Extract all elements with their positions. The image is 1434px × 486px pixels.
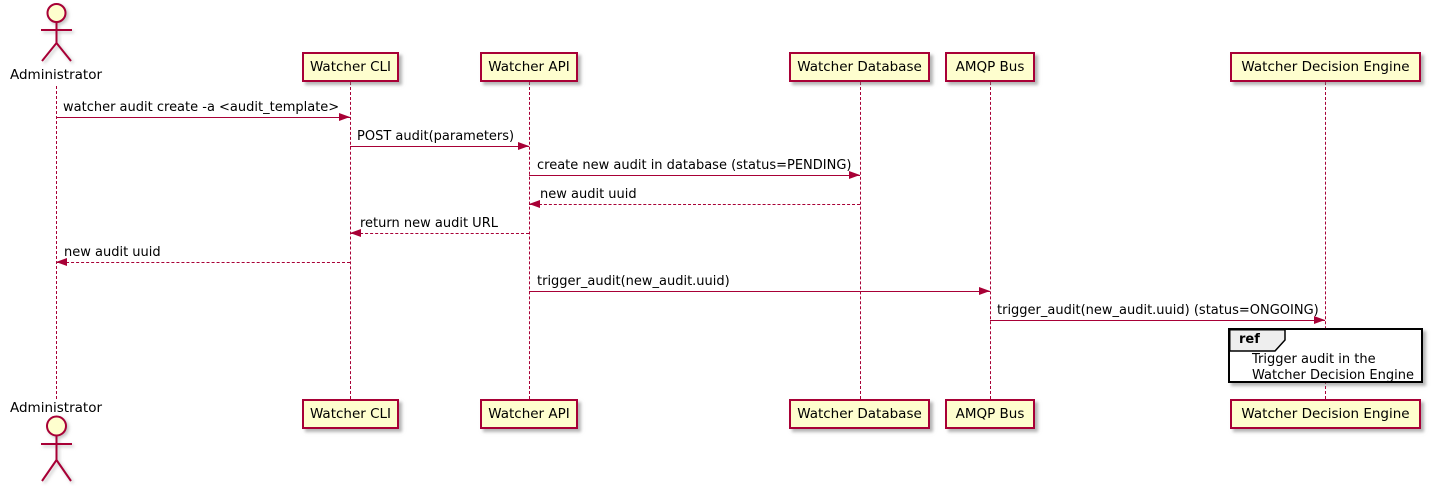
message-6-line bbox=[56, 262, 350, 263]
participant-watcher-api-top: Watcher API bbox=[480, 52, 578, 82]
message-5-line bbox=[350, 233, 529, 234]
message-7-label: trigger_audit(new_audit.uuid) bbox=[537, 274, 730, 289]
message-6-arrowhead-icon bbox=[56, 258, 67, 266]
participant-watcher-cli-top: Watcher CLI bbox=[302, 52, 399, 82]
message-4-arrowhead-icon bbox=[529, 200, 540, 208]
participant-label: Watcher API bbox=[488, 406, 570, 422]
lifeline-watcher-decision-engine bbox=[1325, 82, 1326, 399]
participant-label: Watcher API bbox=[488, 59, 570, 75]
participant-amqp-bus-bottom: AMQP Bus bbox=[945, 399, 1035, 429]
participant-label: Watcher CLI bbox=[309, 59, 392, 75]
message-2-label: POST audit(parameters) bbox=[357, 129, 515, 144]
participant-watcher-database-bottom: Watcher Database bbox=[789, 399, 930, 429]
message-5-arrowhead-icon bbox=[350, 229, 361, 237]
message-2-line bbox=[350, 146, 529, 147]
participant-label: Watcher CLI bbox=[309, 406, 392, 422]
ref-fragment: ref Trigger audit in the Watcher Decisio… bbox=[1228, 328, 1423, 383]
actor-administrator-label-top: Administrator bbox=[9, 67, 103, 83]
participant-watcher-decision-engine-top: Watcher Decision Engine bbox=[1230, 52, 1421, 82]
message-1-label: watcher audit create -a <audit_template> bbox=[63, 100, 340, 115]
lifeline-administrator bbox=[56, 86, 57, 399]
lifeline-watcher-database bbox=[860, 82, 861, 399]
participant-watcher-api-bottom: Watcher API bbox=[480, 399, 578, 429]
participant-watcher-database-top: Watcher Database bbox=[789, 52, 930, 82]
participant-label: AMQP Bus bbox=[955, 406, 1025, 422]
message-3-line bbox=[529, 175, 860, 176]
message-5-label: return new audit URL bbox=[360, 216, 498, 231]
participant-amqp-bus-top: AMQP Bus bbox=[945, 52, 1035, 82]
message-3-arrowhead-icon bbox=[849, 171, 860, 179]
participant-label: Watcher Database bbox=[797, 59, 922, 75]
message-6-label: new audit uuid bbox=[64, 245, 161, 260]
participant-label: Watcher Database bbox=[797, 406, 922, 422]
message-8-line bbox=[990, 320, 1325, 321]
message-4-line bbox=[529, 204, 860, 205]
actor-administrator-icon bbox=[41, 3, 72, 62]
participant-label: AMQP Bus bbox=[955, 59, 1025, 75]
lifeline-watcher-api bbox=[529, 82, 530, 399]
ref-keyword: ref bbox=[1239, 332, 1260, 347]
message-1-arrowhead-icon bbox=[339, 113, 350, 121]
message-7-arrowhead-icon bbox=[979, 287, 990, 295]
message-8-arrowhead-icon bbox=[1314, 316, 1325, 324]
lifeline-watcher-cli bbox=[350, 82, 351, 399]
participant-label: Watcher Decision Engine bbox=[1241, 59, 1410, 75]
participant-watcher-decision-engine-bottom: Watcher Decision Engine bbox=[1230, 399, 1421, 429]
ref-text-line-2: Watcher Decision Engine bbox=[1252, 368, 1414, 383]
message-8-label: trigger_audit(new_audit.uuid) (status=ON… bbox=[997, 303, 1319, 318]
message-4-label: new audit uuid bbox=[540, 187, 637, 202]
ref-tab-pentagon-icon bbox=[1229, 329, 1286, 352]
message-2-arrowhead-icon bbox=[518, 142, 529, 150]
actor-administrator-label-bottom: Administrator bbox=[9, 400, 103, 416]
lifeline-amqp-bus bbox=[990, 82, 991, 399]
message-7-line bbox=[529, 291, 990, 292]
message-3-label: create new audit in database (status=PEN… bbox=[537, 158, 852, 173]
participant-label: Watcher Decision Engine bbox=[1241, 406, 1410, 422]
actor-administrator-icon bbox=[41, 415, 72, 482]
ref-text-line-1: Trigger audit in the bbox=[1252, 352, 1376, 367]
ref-text: Trigger audit in the Watcher Decision En… bbox=[1252, 352, 1414, 384]
participant-watcher-cli-bottom: Watcher CLI bbox=[302, 399, 399, 429]
message-1-line bbox=[56, 117, 350, 118]
